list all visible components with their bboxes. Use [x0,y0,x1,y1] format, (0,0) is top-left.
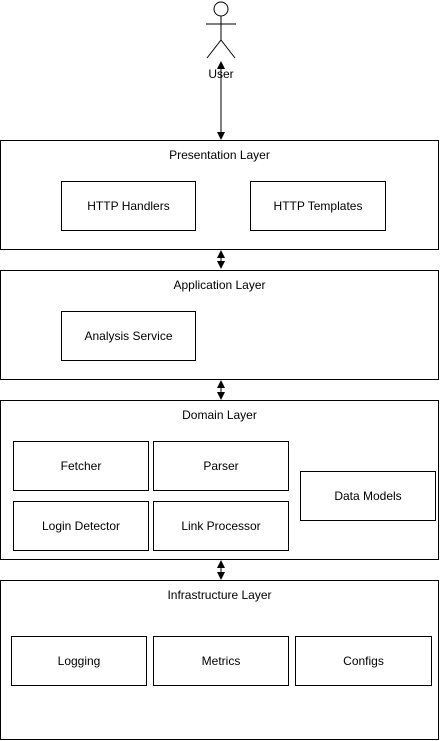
link-processor-component: Link Processor [153,501,289,551]
layer-title: Infrastructure Layer [167,588,272,602]
analysis-service-component: Analysis Service [61,311,196,361]
actor-label: User [208,67,234,81]
data-models-component: Data Models [300,471,436,521]
logging-component: Logging [11,636,147,686]
fetcher-component: Fetcher [13,441,149,491]
layer-title: Presentation Layer [169,148,270,162]
infrastructure-layer: Infrastructure Layer Logging Metrics Con… [0,580,439,740]
http-handlers-component: HTTP Handlers [61,181,196,231]
presentation-layer: Presentation Layer HTTP Handlers HTTP Te… [0,140,439,250]
login-detector-component: Login Detector [13,501,149,551]
metrics-component: Metrics [153,636,289,686]
domain-layer: Domain Layer Fetcher Parser Login Detect… [0,400,439,560]
layer-title: Domain Layer [182,408,257,422]
layer-title: Application Layer [173,278,266,292]
configs-component: Configs [295,636,432,686]
user-actor-icon [206,1,236,59]
application-layer: Application Layer Analysis Service [0,270,439,380]
http-templates-component: HTTP Templates [250,181,386,231]
parser-component: Parser [153,441,289,491]
